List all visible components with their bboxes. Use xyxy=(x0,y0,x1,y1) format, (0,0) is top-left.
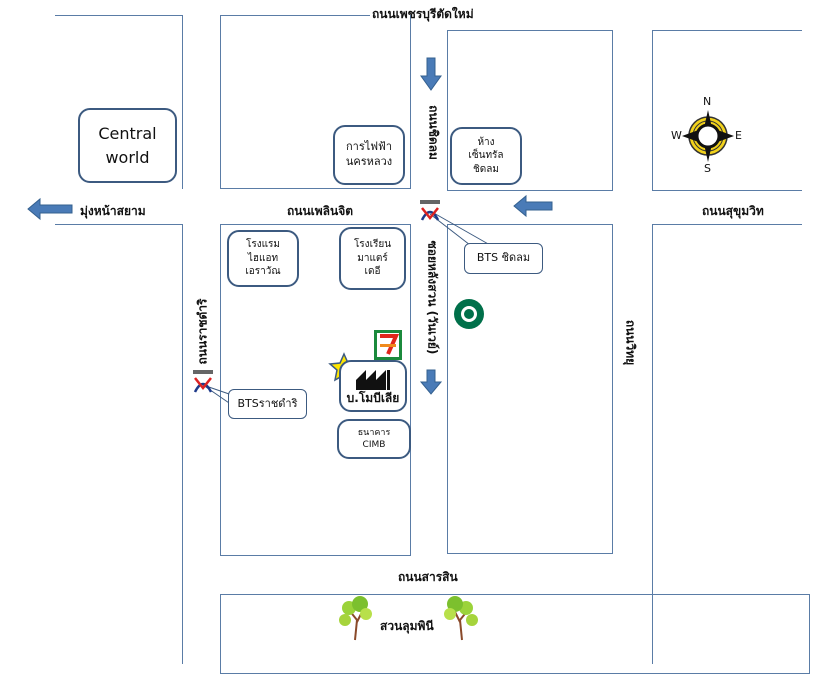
compass-e: E xyxy=(735,129,742,142)
block-central-world xyxy=(55,15,183,189)
road-ploenchit: ถนนเพลินจิต xyxy=(287,204,354,218)
place-mobilia: บ.โมบีเลีย xyxy=(339,360,407,412)
place-mater-dei: โรงเรียนมาแตร์เดอี xyxy=(339,227,406,290)
road-sukhumvit: ถนนสุขุมวิท xyxy=(702,204,764,218)
block-mea xyxy=(220,15,411,189)
starbucks-logo-icon xyxy=(454,299,484,329)
block-left-lower xyxy=(55,224,183,664)
callout-bts-chidlom xyxy=(429,211,491,246)
block-wireless xyxy=(652,224,802,664)
arrow-left-sukhumvit xyxy=(513,194,553,218)
arrow-down-chidlom xyxy=(420,57,442,91)
road-to-siam: มุ่งหน้าสยาม xyxy=(80,204,146,218)
tree-icon-left xyxy=(339,596,372,641)
block-hyatt xyxy=(220,224,411,556)
station-bts-chidlom: BTS ชิดลม xyxy=(464,243,543,274)
place-central-chidlom: ห้างเซ็นทรัลชิดลม xyxy=(450,127,522,185)
place-mea: การไฟฟ้านครหลวง xyxy=(333,125,405,185)
seven-eleven-logo-icon xyxy=(374,330,402,360)
place-hyatt: โรงแรมไฮแอทเอราวัณ xyxy=(227,230,299,287)
bts-logo-icon-chidlom xyxy=(420,200,440,221)
block-central-chidlom xyxy=(447,30,613,191)
compass-w: W xyxy=(671,129,682,142)
compass-icon xyxy=(682,110,734,162)
arrow-left-siam xyxy=(27,197,73,221)
tree-icon-right xyxy=(444,596,478,641)
road-edge xyxy=(220,15,370,16)
road-sarasin: ถนนสารสิน xyxy=(398,570,458,584)
station-bts-rajdamri: BTSราชดำริ xyxy=(228,389,307,419)
block-starbucks xyxy=(447,224,613,554)
arrow-down-langsuan xyxy=(419,369,443,395)
compass-s: S xyxy=(704,162,711,175)
road-petchaburi: ถนนเพชรบุรีตัดใหม่ xyxy=(372,7,474,21)
place-lumpini: สวนลุมพินี xyxy=(380,619,434,633)
block-compass xyxy=(652,30,802,191)
mobilia-logo-icon xyxy=(356,369,390,390)
bts-logo-icon-rajdamri xyxy=(193,370,213,393)
compass-n: N xyxy=(703,95,712,108)
direction-arrows xyxy=(27,57,734,641)
